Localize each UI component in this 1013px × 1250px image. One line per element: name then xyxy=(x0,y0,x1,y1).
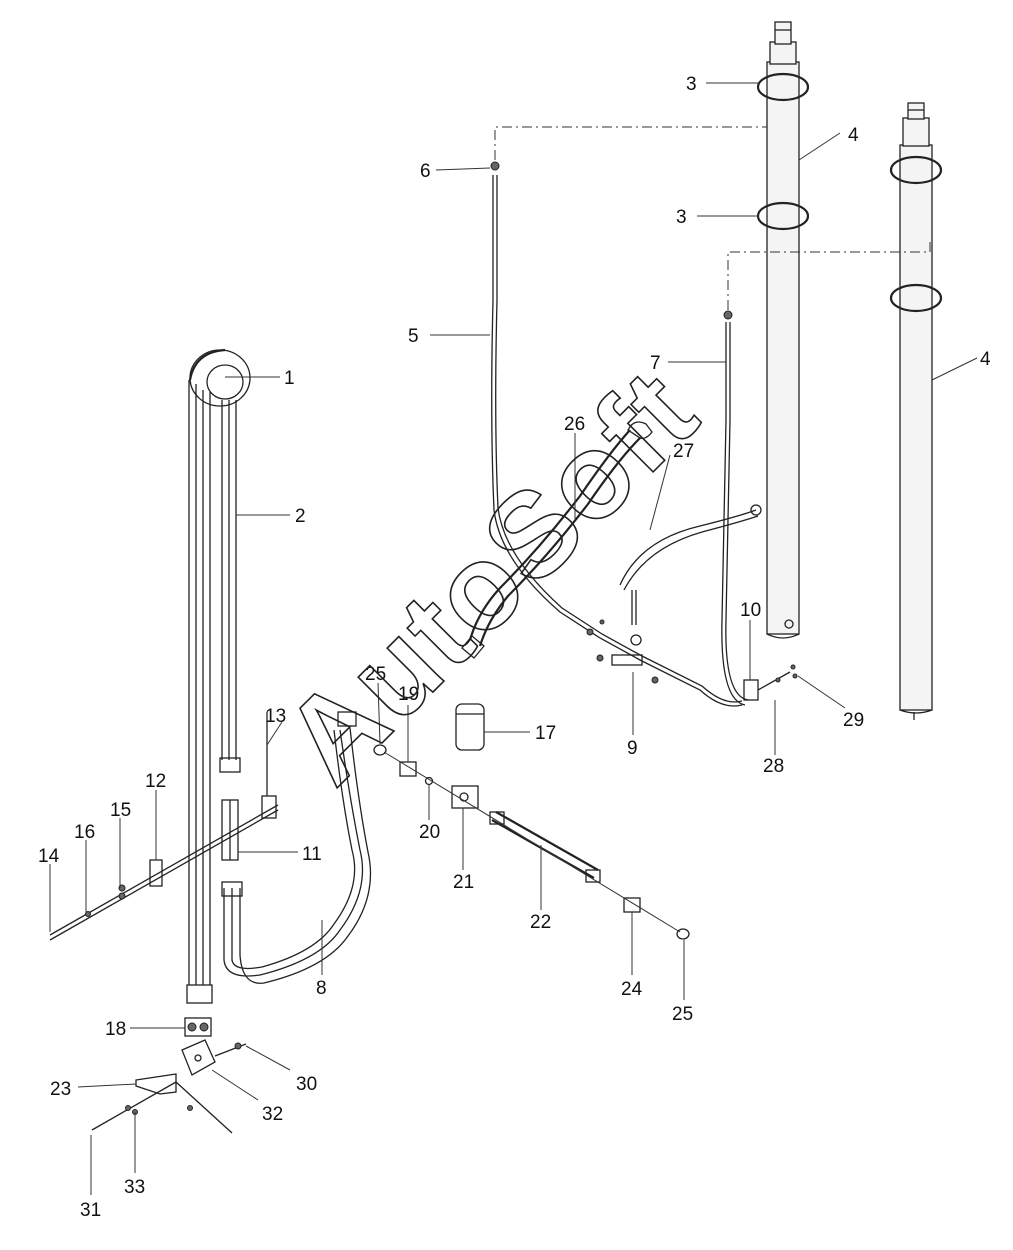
filter-17 xyxy=(455,703,485,751)
o-ring-25-lower xyxy=(676,928,690,940)
callout-23: 23 xyxy=(50,1079,71,1100)
fitting-9 xyxy=(586,619,659,684)
callout-31: 31 xyxy=(80,1200,101,1221)
callout-17: 17 xyxy=(535,723,556,744)
callout-6: 6 xyxy=(420,161,431,182)
hose-8 xyxy=(221,711,372,984)
callout-10: 10 xyxy=(740,600,761,621)
bolt-rod xyxy=(49,804,279,941)
cylinder-right xyxy=(889,102,943,720)
callout-3-upper: 3 xyxy=(686,74,697,95)
callout-4-right: 4 xyxy=(980,349,991,370)
callout-18: 18 xyxy=(105,1019,126,1040)
callout-12: 12 xyxy=(145,771,166,792)
callout-27: 27 xyxy=(673,441,694,462)
tube-7 xyxy=(721,310,749,706)
callout-22: 22 xyxy=(530,912,551,933)
hose-26 xyxy=(461,421,653,659)
callout-26: 26 xyxy=(564,414,585,435)
tee-21 xyxy=(451,785,479,809)
watermark-text: AutoSoft xyxy=(259,344,723,808)
callout-28: 28 xyxy=(763,756,784,777)
cylinder-left xyxy=(766,21,800,639)
callout-30: 30 xyxy=(296,1074,317,1095)
hose-22 xyxy=(489,811,601,883)
callout-15: 15 xyxy=(110,800,131,821)
callout-21: 21 xyxy=(453,872,474,893)
callout-24: 24 xyxy=(621,979,643,1000)
callout-eight: 8 xyxy=(316,978,327,999)
manifold-32 xyxy=(181,1039,247,1076)
callouts: 3 3 4 4 6 5 7 1 2 26 27 9 10 28 29 13 25… xyxy=(38,74,991,1221)
callout-14: 14 xyxy=(38,846,60,867)
callout-13: 13 xyxy=(265,706,286,727)
callout-1: 1 xyxy=(284,368,295,389)
connector-11 xyxy=(221,799,239,861)
callout-33: 33 xyxy=(124,1177,145,1198)
callout-3-lower: 3 xyxy=(676,207,687,228)
bracket-13 xyxy=(261,712,277,819)
callout-11: 11 xyxy=(302,844,322,865)
o-ring-25-upper xyxy=(373,744,387,756)
callout-9: 9 xyxy=(627,738,638,759)
callout-4-left: 4 xyxy=(848,125,859,146)
callout-16: 16 xyxy=(74,822,95,843)
callout-25-lower: 25 xyxy=(672,1004,693,1025)
callout-7: 7 xyxy=(650,353,661,374)
tube-5 xyxy=(490,161,743,707)
assembly-axis xyxy=(383,751,681,933)
callout-25-upper: 25 xyxy=(365,664,386,685)
callout-2: 2 xyxy=(295,506,306,527)
callout-5: 5 xyxy=(408,326,419,347)
reel-1 xyxy=(188,348,251,407)
bracket-23 xyxy=(91,1073,233,1134)
valve-18 xyxy=(184,1017,212,1037)
callout-29: 29 xyxy=(843,710,864,731)
hose-pack-2 xyxy=(186,380,241,1004)
callout-32: 32 xyxy=(262,1104,283,1125)
adapter-19 xyxy=(399,761,417,777)
watermark-autosoft: AutoSoft xyxy=(258,343,724,809)
clamp-10 xyxy=(743,664,798,701)
hose-27 xyxy=(619,504,762,625)
adapter-24 xyxy=(623,897,641,913)
callout-19: 19 xyxy=(398,684,419,705)
centerline-6 xyxy=(494,126,767,160)
leader-lines xyxy=(49,82,978,1195)
callout-20: 20 xyxy=(419,822,440,843)
centerline-7 xyxy=(727,240,931,310)
o-ring-upper xyxy=(756,72,810,102)
